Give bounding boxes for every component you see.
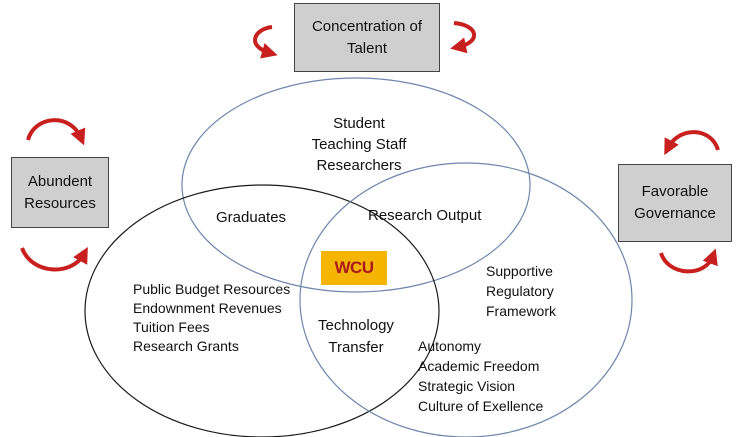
- curved-arrow-icon: [664, 130, 720, 156]
- tech-transfer-line: Transfer: [328, 339, 384, 356]
- box-talent: Concentration of Talent: [294, 3, 440, 72]
- left-circle-line: Endownment Revenues: [133, 300, 282, 316]
- right-circle-line: Culture of Exellence: [418, 398, 544, 414]
- right-circle-line: Regulatory: [486, 283, 554, 299]
- right-circle-line: Supportive: [486, 263, 553, 279]
- tech-transfer-line: Technology: [318, 317, 394, 334]
- overlap-research-output: Research Output: [368, 207, 482, 224]
- curved-arrow-icon: [253, 25, 278, 59]
- top-circle-line: Teaching Staff: [311, 136, 407, 153]
- right-circle-line: Strategic Vision: [418, 378, 516, 394]
- circle-top: [181, 77, 531, 293]
- box-resources-line: Resources: [24, 194, 96, 212]
- left-circle-label: Public Budget Resources Endownment Reven…: [133, 280, 290, 356]
- box-governance-line: Favorable: [641, 183, 709, 200]
- curved-arrow-icon: [26, 118, 86, 146]
- overlap-graduates: Graduates: [216, 209, 287, 226]
- curved-arrow-icon: [20, 246, 88, 272]
- wcu-badge: WCU: [321, 251, 387, 285]
- wcu-text: WCU: [334, 258, 374, 277]
- right-circle-label-bottom: Autonomy Academic Freedom Strategic Visi…: [418, 336, 543, 416]
- box-talent-line: Concentration of: [311, 17, 423, 35]
- circle-right: [299, 162, 633, 437]
- box-talent-line: Talent: [346, 39, 387, 57]
- curved-arrow-icon: [450, 21, 477, 54]
- curved-arrow-icon: [659, 248, 718, 274]
- box-governance: Favorable Governance: [618, 164, 732, 242]
- left-circle-line: Tuition Fees: [133, 319, 210, 335]
- left-circle-line: Research Grants: [133, 338, 239, 354]
- box-resources-line: Abundent: [27, 172, 93, 190]
- right-circle-line: Framework: [486, 303, 557, 319]
- top-circle-line: Researchers: [316, 157, 402, 174]
- right-circle-line: Academic Freedom: [418, 358, 540, 374]
- top-circle-label: Student Teaching Staff Researchers: [284, 113, 434, 176]
- right-circle-label-top: Supportive Regulatory Framework: [486, 261, 556, 321]
- box-resources: Abundent Resources: [11, 157, 109, 228]
- top-circle-line: Student: [333, 115, 385, 132]
- overlap-technology-transfer: Technology Transfer: [306, 315, 406, 359]
- right-circle-line: Autonomy: [418, 338, 482, 354]
- circle-left: [84, 184, 440, 437]
- box-governance-line: Governance: [634, 205, 716, 222]
- left-circle-line: Public Budget Resources: [133, 281, 291, 297]
